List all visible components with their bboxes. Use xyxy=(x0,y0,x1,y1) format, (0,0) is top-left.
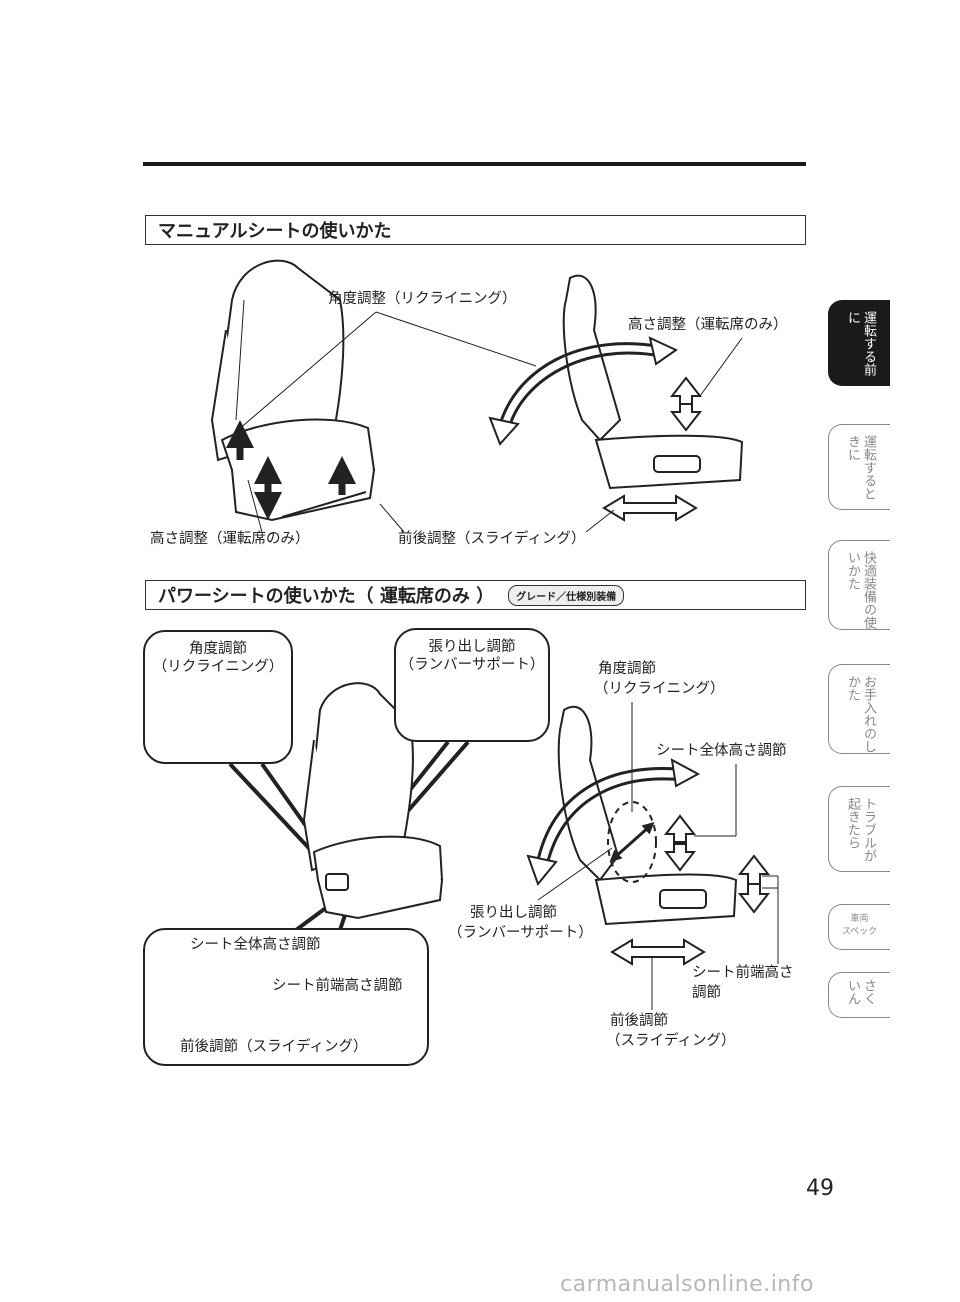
power-section-header: パワーシートの使いかた（ 運転席のみ ） グレード／仕様別装備 xyxy=(145,580,806,610)
power-slide-arrow xyxy=(610,938,706,966)
power-seat-side-illustration xyxy=(557,705,738,926)
tab-while-driving[interactable]: 運転するときに xyxy=(828,424,890,510)
tab-maintenance-label: お手入れのしかた xyxy=(845,675,876,753)
label-lumbar-power-1: 張り出し調節 xyxy=(470,905,557,921)
power-leader-lines xyxy=(537,702,779,1010)
power-seat-3q-illustration xyxy=(302,682,444,920)
tab-before-driving-label: 運転する前に xyxy=(845,311,876,376)
label-recline-manual: 角度調整（リクライニング） xyxy=(328,291,517,307)
label-front-power-1: シート前端高さ xyxy=(692,965,794,981)
callout-recline-line2: （リクライニング） xyxy=(152,659,284,676)
tab-before-driving[interactable]: 運転する前に xyxy=(828,300,890,386)
tab-maintenance[interactable]: お手入れのしかた xyxy=(828,664,890,754)
callout-lumbar-line2: （ランバーサポート） xyxy=(399,657,545,674)
tab-index[interactable]: さくいん xyxy=(828,972,890,1018)
callout-switch xyxy=(143,928,429,1066)
tab-specifications[interactable]: 車両 スペック xyxy=(828,904,890,950)
label-lumbar-power-2: （ランバーサポート） xyxy=(448,925,593,941)
grade-badge: グレード／仕様別装備 xyxy=(508,584,625,606)
slide-leftright-arrow xyxy=(602,494,698,522)
label-height-manual-right: 高さ調整（運転席のみ） xyxy=(628,317,788,333)
tab-troubleshooting-label: トラブルが起きたら xyxy=(845,797,876,862)
label-front-power-2: 調節 xyxy=(692,985,721,1001)
manual-leader-lines xyxy=(237,311,743,533)
recline-arc xyxy=(496,342,669,433)
manual-seat-side-illustration xyxy=(562,274,744,490)
label-slide-manual: 前後調整（スライディング） xyxy=(398,531,586,547)
tab-while-driving-label: 運転するときに xyxy=(845,435,876,500)
label-height-manual-left: 高さ調整（運転席のみ） xyxy=(150,531,310,547)
callout-recline-line1: 角度調節 xyxy=(189,641,247,657)
manual-section-header: マニュアルシートの使いかた xyxy=(145,215,806,245)
tab-specifications-line1: 車両 xyxy=(850,914,869,924)
power-front-arrow xyxy=(737,854,771,914)
lumbar-arrow xyxy=(609,822,655,862)
manual-section-title: マニュアルシートの使いかた xyxy=(158,221,392,242)
footer-watermark: carmanualsonline.info xyxy=(560,1272,814,1297)
tab-comfort-features-label: 快適装備の使いかた xyxy=(845,551,876,629)
label-slide-power-2: （スライディング） xyxy=(606,1033,736,1049)
tab-index-label: さくいん xyxy=(845,979,876,1005)
power-height-arrow xyxy=(663,814,697,872)
label-slide-power-1: 前後調節 xyxy=(610,1013,668,1029)
power-recline-arc xyxy=(534,767,691,871)
callout-switch-slide: 前後調節（スライディング） xyxy=(180,1039,368,1055)
label-height-power: シート全体高さ調節 xyxy=(656,743,787,759)
tab-specifications-line2: スペック xyxy=(841,927,878,937)
power-section-title: パワーシートの使いかた（ 運転席のみ ） xyxy=(158,586,495,607)
callout-switch-front: シート前端高さ調節 xyxy=(272,978,403,994)
label-recline-power-2: （リクライニング） xyxy=(594,681,725,697)
label-recline-power-1: 角度調節 xyxy=(598,661,656,677)
tab-comfort-features[interactable]: 快適装備の使いかた xyxy=(828,540,890,630)
callout-switch-height: シート全体高さ調節 xyxy=(190,937,321,953)
page-number: 49 xyxy=(806,1176,834,1201)
callout-lumbar: 張り出し調節 （ランバーサポート） xyxy=(394,628,550,742)
height-updown-arrow xyxy=(669,376,703,432)
callout-recline: 角度調節 （リクライニング） xyxy=(143,630,293,764)
top-rule xyxy=(143,162,806,166)
tab-troubleshooting[interactable]: トラブルが起きたら xyxy=(828,786,890,872)
callout-lumbar-line1: 張り出し調節 xyxy=(428,639,516,655)
